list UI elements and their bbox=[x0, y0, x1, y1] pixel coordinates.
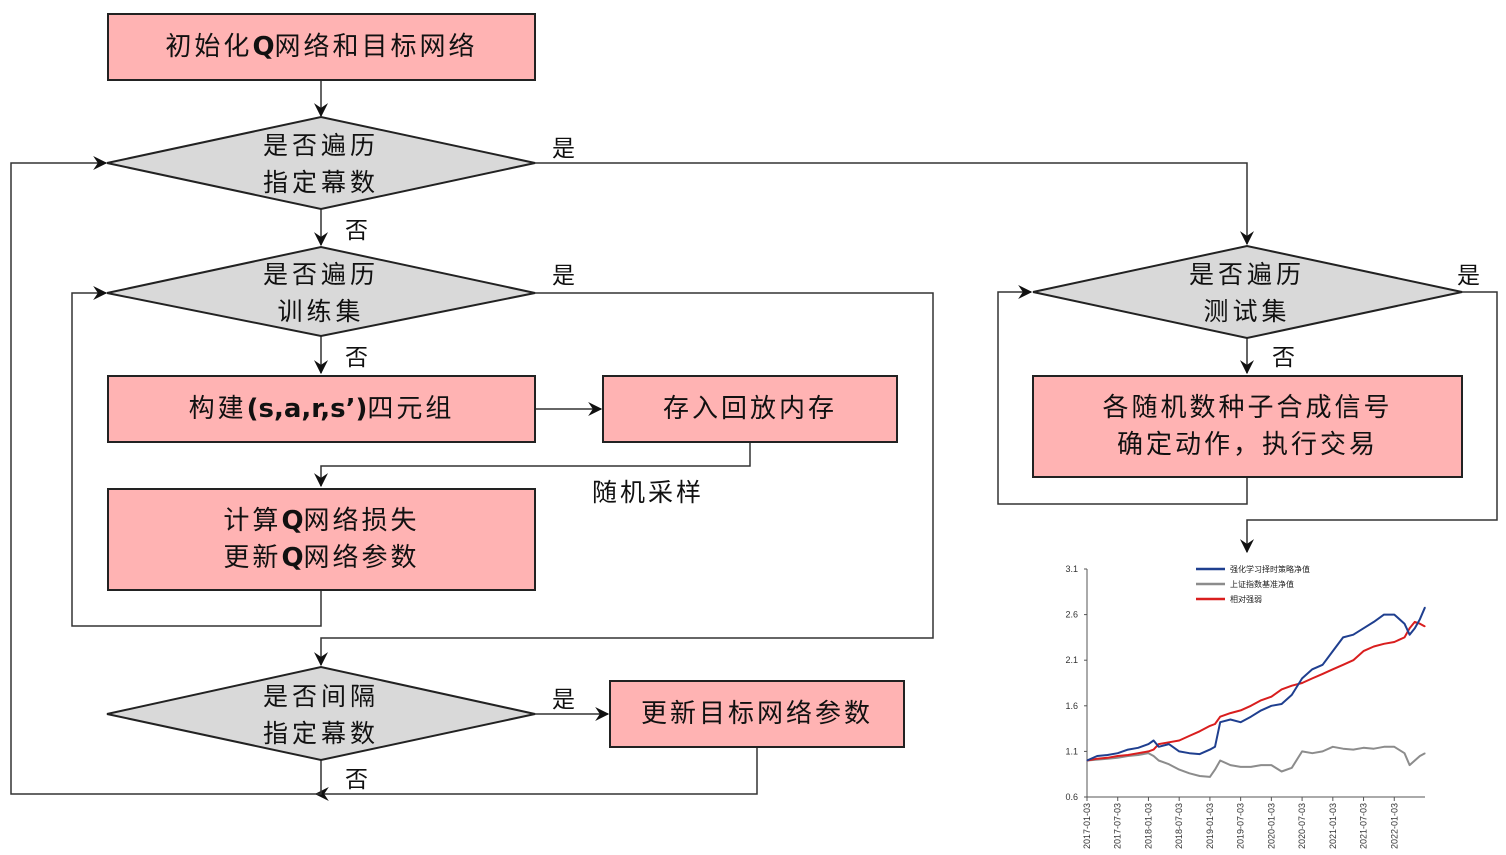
train-yes-label: 是 bbox=[552, 263, 575, 289]
loss-line2-q: Q bbox=[281, 542, 304, 573]
test-action-line2: 确定动作，执行交易 bbox=[1116, 429, 1378, 460]
decision-episodes-line2: 指定幕数 bbox=[262, 168, 379, 197]
compute-loss-box: 计算Q网络损失 更新Q网络参数 bbox=[107, 488, 536, 591]
arrow-sample bbox=[314, 443, 751, 488]
arrow-test-yes bbox=[1240, 291, 1498, 554]
store-memory-text: 存入回放内存 bbox=[662, 393, 837, 424]
decision-interval bbox=[106, 665, 536, 762]
loss-line1-post: 网络损失 bbox=[303, 505, 420, 536]
init-text-pre: 初始化 bbox=[165, 31, 253, 62]
build-tuple-box: 构建(s,a,r,s’)四元组 bbox=[107, 375, 536, 443]
decision-interval-line1: 是否间隔 bbox=[262, 682, 379, 711]
decision-episodes-label: 是否遍历 指定幕数 bbox=[221, 127, 421, 201]
decision-train-label: 是否遍历 训练集 bbox=[221, 256, 421, 330]
store-memory-box: 存入回放内存 bbox=[602, 375, 898, 443]
arrow-interval-no bbox=[10, 156, 322, 795]
decision-test bbox=[1032, 244, 1463, 340]
test-yes-label: 是 bbox=[1457, 263, 1480, 289]
decision-train-line1: 是否遍历 bbox=[262, 260, 379, 289]
decision-test-label: 是否遍历 测试集 bbox=[1147, 256, 1347, 330]
decision-interval-line2: 指定幕数 bbox=[262, 719, 379, 748]
arrow-update-return bbox=[314, 748, 758, 801]
decision-episodes-line1: 是否遍历 bbox=[262, 131, 379, 160]
init-text-post: 网络和目标网络 bbox=[274, 31, 478, 62]
decision-test-line1: 是否遍历 bbox=[1188, 260, 1305, 289]
loss-line2-pre: 更新 bbox=[223, 542, 282, 573]
random-sample-label: 随机采样 bbox=[592, 478, 705, 507]
episodes-yes-label: 是 bbox=[552, 136, 575, 162]
arrow-compute-loop bbox=[71, 286, 322, 627]
interval-no-label: 否 bbox=[345, 767, 368, 793]
test-no-label: 否 bbox=[1272, 345, 1295, 371]
episodes-no-label: 否 bbox=[345, 218, 368, 244]
loss-line1-q: Q bbox=[281, 505, 304, 536]
decision-test-line2: 测试集 bbox=[1203, 297, 1291, 326]
arrow-train-yes bbox=[314, 292, 934, 667]
build-text-post: 四元组 bbox=[367, 393, 455, 424]
interval-yes-label: 是 bbox=[552, 687, 575, 713]
update-target-box: 更新目标网络参数 bbox=[609, 680, 905, 748]
decision-interval-label: 是否间隔 指定幕数 bbox=[221, 678, 421, 752]
test-action-line1: 各随机数种子合成信号 bbox=[1102, 392, 1393, 423]
arrow-episodes-yes bbox=[535, 162, 1254, 246]
test-action-box: 各随机数种子合成信号 确定动作，执行交易 bbox=[1032, 375, 1463, 478]
init-text-q: Q bbox=[252, 31, 275, 62]
arrow-test-loop bbox=[997, 285, 1248, 505]
build-text-pre: 构建 bbox=[188, 393, 247, 424]
decision-episodes bbox=[106, 115, 536, 211]
loss-line2-post: 网络参数 bbox=[303, 542, 420, 573]
decision-train-line2: 训练集 bbox=[277, 297, 365, 326]
build-text-tuple: (s,a,r,s’) bbox=[246, 393, 368, 424]
train-no-label: 否 bbox=[345, 345, 368, 371]
loss-line1-pre: 计算 bbox=[223, 505, 282, 536]
update-target-text: 更新目标网络参数 bbox=[640, 698, 873, 729]
init-networks-box: 初始化Q网络和目标网络 bbox=[107, 13, 536, 81]
decision-train bbox=[106, 245, 536, 338]
